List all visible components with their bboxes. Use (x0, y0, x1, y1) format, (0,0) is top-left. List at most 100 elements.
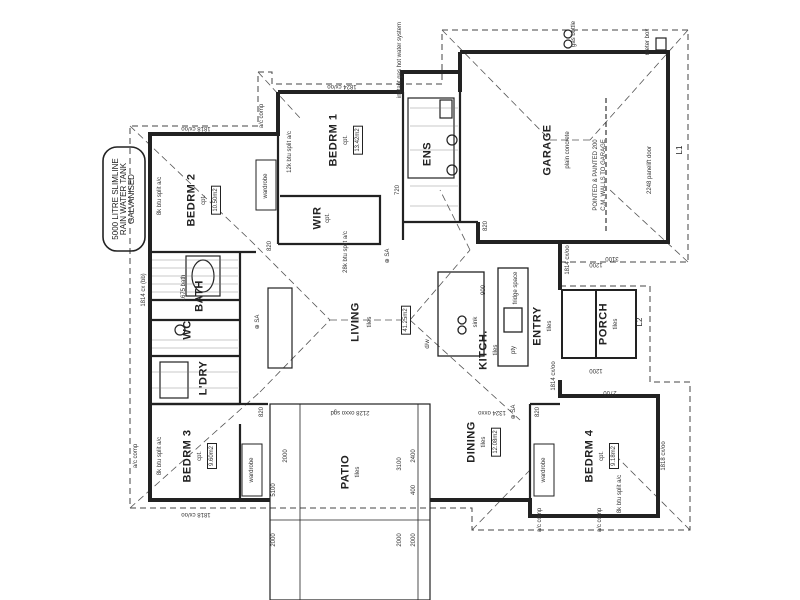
tank-line-3: GALVANISED (127, 174, 136, 224)
dim-2000d: 2000 (411, 533, 417, 547)
dishwasher-label: d/w (425, 339, 431, 349)
bedrm1-finish: cpt. (343, 135, 349, 145)
wardrobe-3: wardrobe (541, 457, 547, 483)
dim-1814-low: 1814 cx/oo (551, 361, 557, 391)
patio-finish: tiles (355, 466, 361, 478)
dining-finish: tiles (481, 436, 487, 448)
wardrobes (241, 159, 555, 497)
rain-water-tank (102, 146, 146, 252)
split-ac-4: 8k btu split a/c (617, 474, 623, 514)
pantry-label: pty (511, 345, 517, 355)
dim-820a: 820 (267, 240, 273, 252)
kitchen-joinery (437, 267, 529, 367)
dim-1814-top: 1814 cx (bb) (141, 273, 147, 307)
roof-hip-lines (129, 29, 691, 531)
ac-comp-4: a/c comp (597, 507, 603, 533)
garage-note-1: POINTED & PAINTED 200 (593, 139, 599, 211)
bath-label: BATH (193, 280, 206, 312)
dining-area: 12.08m2 (491, 427, 501, 457)
dim-2000c: 2000 (397, 533, 403, 547)
ac-comp-2: a/c comp (133, 443, 139, 469)
meter-box-symbol (655, 37, 667, 51)
wardrobe-2: wardrobe (249, 457, 255, 483)
entry-finish: tiles (547, 320, 553, 332)
fridge-label: fridge space (513, 271, 519, 305)
smoke-alarm-3: ⊕ SA (511, 404, 517, 420)
dim-820c: 820 (259, 406, 265, 418)
dim-1818-right: 1818 cx/oo (661, 441, 667, 471)
dim-1818-bot: 1818 cx/oo (181, 511, 211, 517)
garage-note-2: C.M. WALLS TO GARAGE (601, 139, 607, 211)
dim-2400: 2400 (411, 449, 417, 463)
dim-5100: 5100 (271, 483, 277, 497)
dim-2000a: 2000 (283, 449, 289, 463)
sofa (267, 287, 293, 369)
hot-water-label: instant gas hot water system (397, 21, 403, 99)
bedrm3-label: BEDRM 3 (181, 429, 194, 483)
wardrobe-1: wardrobe (263, 173, 269, 199)
bedrm3-finish: cpt. (197, 451, 203, 461)
dim-1824: 1824 cx/oo (327, 83, 357, 89)
porch-finish: tiles (613, 318, 619, 330)
bedrm2-label: BEDRM 2 (185, 173, 198, 227)
patio-slab (269, 403, 431, 600)
wet-area-tiles (152, 107, 458, 389)
l2-marker: L2 (635, 317, 644, 327)
gas-bottle-label: gas bottle (571, 20, 577, 48)
smoke-alarm-2: ⊕ SA (255, 314, 261, 330)
dim-400: 400 (411, 484, 417, 496)
bedrm4-finish: cpt. (599, 451, 605, 461)
ldry-label: L'DRY (197, 360, 210, 396)
bedrm1-label: BEDRM 1 (327, 113, 340, 167)
smoke-alarm-1: ⊕ SA (385, 248, 391, 264)
dim-900: 900 (481, 284, 487, 296)
dim-820d: 820 (535, 406, 541, 418)
garage-label: GARAGE (541, 124, 554, 176)
ac-comp-3: a/c comp (537, 507, 543, 533)
bedrm3-area: 9.60m2 (207, 442, 217, 470)
ac-comp-1: a/c comp (259, 103, 265, 129)
dim-1818-top: 1818 cx/oo (181, 125, 211, 131)
dim-2700: 2700 (603, 389, 617, 395)
dim-1814-mid: 1814 cx/oo (565, 245, 571, 275)
gas-bottles (563, 29, 573, 49)
kitch-finish: tiles (493, 344, 499, 356)
garage-finish: plain concrete (565, 131, 571, 169)
bedrm2-area: 10.50m2 (211, 185, 221, 215)
sink-label: sink (473, 316, 479, 328)
dim-2128: 2128 oxxo sgd (330, 409, 370, 415)
porch-structure (561, 289, 637, 359)
dim-820b: 820 (483, 220, 489, 232)
living-label: LIVING (349, 302, 362, 342)
kitch-label: KITCH. (477, 330, 490, 370)
bath-size: 1675 bath (181, 274, 187, 302)
bedrm4-area: 9.18m2 (609, 442, 619, 470)
bedrm2-finish: cpt. (201, 195, 207, 205)
wir-label: WIR (311, 206, 324, 230)
entry-label: ENTRY (531, 306, 544, 346)
dim-2000b: 2000 (271, 533, 277, 547)
dim-1200b: 1200 (589, 367, 603, 373)
ens-label: ENS (421, 141, 434, 167)
porch-label: PORCH (597, 302, 610, 346)
bedrm1-area: 13.42m2 (353, 125, 363, 155)
l1-marker: L1 (675, 145, 684, 155)
bedrm4-label: BEDRM 4 (583, 429, 596, 483)
split-ac-2: 8k btu split a/c (157, 176, 163, 216)
dim-720: 720 (395, 184, 401, 196)
split-ac-3: 8k btu split a/c (157, 436, 163, 476)
split-ac-5: 28k btu split a/c (343, 231, 349, 273)
dim-3100b: 3100 (397, 457, 403, 471)
wir-finish: cpt. (325, 213, 331, 223)
ensuite-fixtures (407, 97, 458, 179)
dim-1200a: 1200 (589, 261, 603, 267)
dining-label: DINING (465, 421, 478, 463)
split-ac-1: 12k btu split a/c (287, 131, 293, 173)
meter-box-label: meter box (645, 28, 651, 56)
living-area: 41.25m2 (401, 305, 411, 335)
garage-door-label: 2248 panelift door (647, 145, 653, 195)
wc-label: WC (181, 320, 194, 340)
dim-1324: 1324 oxxo (478, 409, 506, 415)
internal-walls (150, 92, 560, 500)
